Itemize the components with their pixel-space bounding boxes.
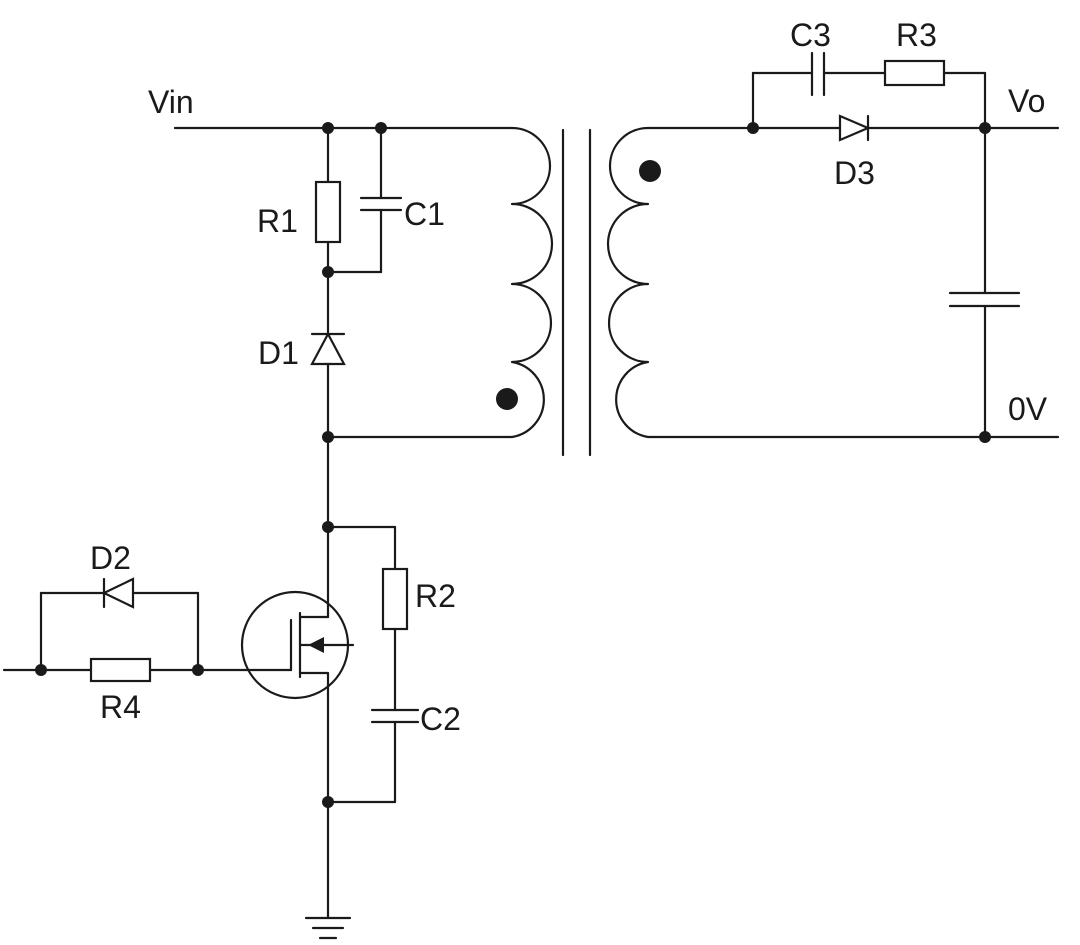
- mosfet: [240, 525, 355, 920]
- junctions: [35, 122, 991, 808]
- junction-dot: [979, 431, 991, 443]
- label-c2: C2: [420, 701, 461, 737]
- r2-c2-snubber: [326, 525, 420, 804]
- d2-diode: [101, 577, 135, 609]
- primary-polarity-dot: [496, 388, 518, 410]
- secondary-polarity-dot: [639, 160, 661, 182]
- ground-symbol: [304, 916, 352, 940]
- output-capacitor: [948, 126, 1021, 439]
- d3-diode: [838, 114, 871, 142]
- junction-dot: [979, 122, 991, 134]
- r4-resistor: [89, 657, 152, 683]
- r2-resistor: [381, 567, 409, 631]
- junction-dot: [322, 266, 334, 278]
- junction-dot: [322, 122, 334, 134]
- net-label-vo: Vo: [1008, 83, 1045, 119]
- output-rail: [646, 114, 1060, 142]
- net-label-0v: 0V: [1008, 391, 1048, 427]
- secondary-winding: [606, 126, 661, 439]
- label-d3: D3: [834, 155, 875, 191]
- label-r1: R1: [257, 203, 298, 239]
- junction-dot: [375, 122, 387, 134]
- r3-resistor: [883, 59, 946, 87]
- label-r2: R2: [415, 578, 456, 614]
- r1-c1-snubber: [314, 126, 403, 274]
- drain-node: [326, 435, 397, 529]
- junction-dot: [322, 431, 334, 443]
- net-label-vin: Vin: [148, 84, 194, 120]
- label-d2: D2: [90, 540, 131, 576]
- gate-drive: [2, 577, 293, 683]
- r1-resistor: [314, 180, 342, 244]
- label-c1: C1: [404, 196, 445, 232]
- c3-r3-snubber: [751, 51, 987, 130]
- d1-diode: [310, 270, 346, 439]
- junction-dot: [322, 796, 334, 808]
- label-d1: D1: [258, 335, 299, 371]
- primary-winding: [326, 126, 554, 439]
- junction-dot: [192, 664, 204, 676]
- junction-dot: [747, 122, 759, 134]
- junction-dot: [35, 664, 47, 676]
- transformer-core: [561, 128, 592, 457]
- junction-dot: [322, 521, 334, 533]
- label-c3: C3: [790, 17, 831, 53]
- label-r3: R3: [896, 17, 937, 53]
- label-r4: R4: [100, 689, 141, 725]
